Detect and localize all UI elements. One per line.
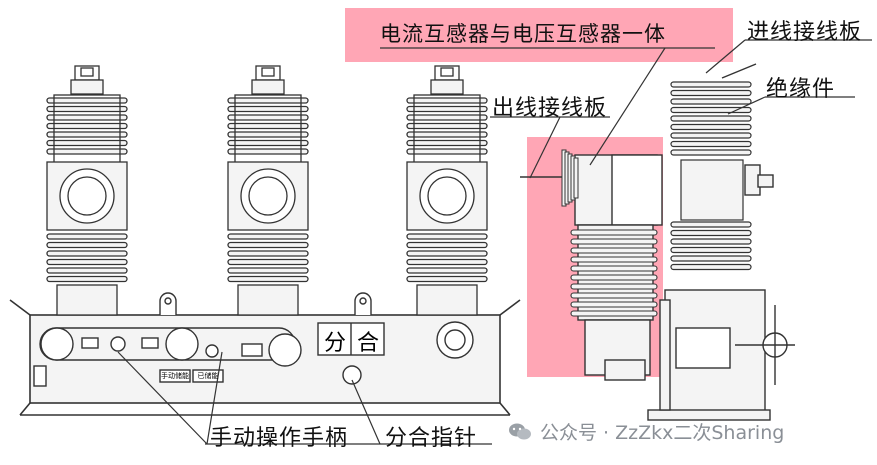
- panel-tag-charged: 已储能: [197, 372, 219, 380]
- watermark-text: 公众号 · ZzZkx二次Sharing: [540, 422, 785, 444]
- insulator-label: 绝缘件: [766, 77, 836, 102]
- breaker-body: [9, 299, 521, 416]
- insulator-pole-3: [406, 65, 488, 316]
- manual-handle-label: 手动操作手柄: [210, 426, 349, 451]
- indicator-needle-label: 分合指针: [385, 426, 478, 451]
- inlet-plate-label: 进线接线板: [747, 20, 863, 45]
- outlet-plate-label: 出线接线板: [492, 96, 608, 121]
- insulator-pole-1: [46, 65, 128, 316]
- wechat-icon: [509, 423, 531, 439]
- front-panel: [33, 321, 474, 387]
- side-view: [520, 63, 795, 421]
- open-indicator-char: 分: [323, 331, 346, 356]
- close-indicator-char: 合: [356, 331, 379, 356]
- highlight-title-box: [345, 8, 733, 62]
- transformer-sheds: [561, 149, 658, 317]
- insulator-pole-2: [227, 65, 309, 316]
- leader-lines: [117, 39, 872, 445]
- lifting-lugs: [159, 292, 372, 315]
- side-insulator-sheds: [670, 81, 752, 271]
- ct-vt-combo-label: 电流互感器与电压互感器一体: [380, 22, 666, 46]
- panel-tag-manual: 手动储能: [161, 372, 189, 380]
- watermark: 公众号 · ZzZkx二次Sharing: [508, 418, 784, 445]
